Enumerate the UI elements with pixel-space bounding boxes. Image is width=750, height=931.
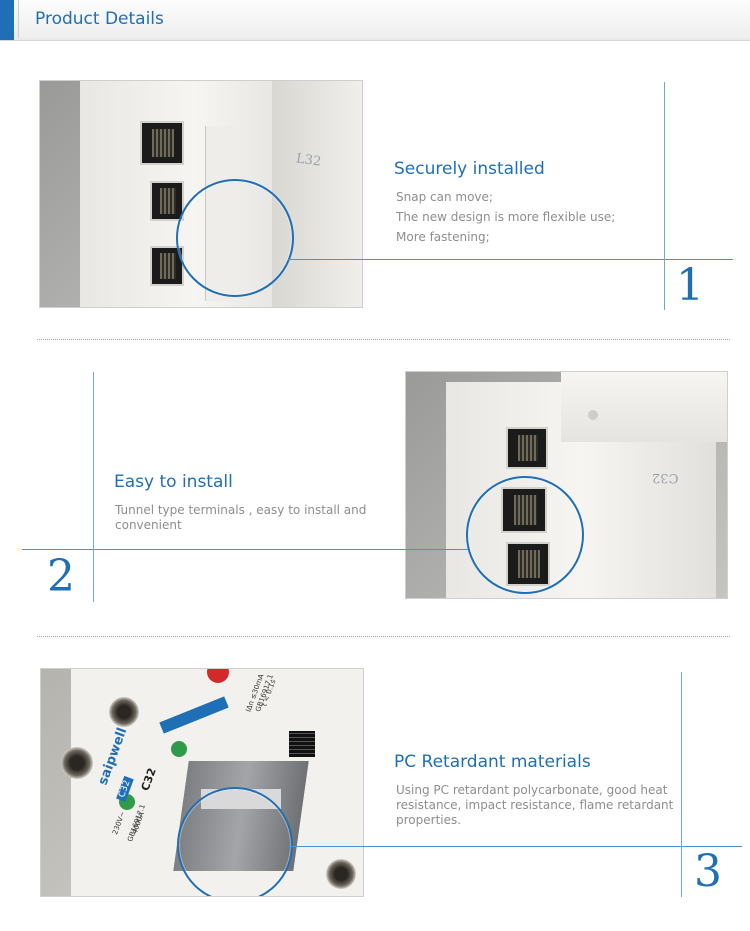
- feature-1-number: 1: [676, 260, 704, 311]
- section-header: Product Details: [0, 0, 750, 41]
- product-photo-snap: L32: [39, 80, 363, 308]
- header-tab: [18, 0, 750, 38]
- feature-3-guide-vertical: [681, 672, 682, 897]
- feature-2-guide-horizontal: [22, 549, 468, 550]
- feature-2-title: Easy to install: [114, 472, 233, 492]
- feature-1-line-1: Snap can move;: [396, 190, 493, 204]
- product-photo-terminal: C32: [405, 371, 728, 599]
- feature-1-title: Securely installed: [394, 159, 545, 179]
- feature-2-line-1: Tunnel type terminals , easy to install …: [115, 503, 367, 517]
- feature-3-line-2: resistance, impact resistance, flame ret…: [396, 798, 674, 812]
- feature-3-number: 3: [694, 846, 722, 897]
- housing-marking: C32: [652, 470, 679, 485]
- detail-magnifier-circle: [466, 476, 584, 594]
- feature-1-guide-horizontal: [288, 259, 733, 260]
- feature-2-number: 2: [47, 551, 75, 602]
- detail-magnifier-circle: [177, 787, 293, 896]
- feature-1-line-2: The new design is more flexible use;: [396, 210, 616, 224]
- section-title: Product Details: [35, 9, 164, 29]
- feature-3-line-3: properties.: [396, 813, 462, 827]
- feature-3-guide-horizontal: [288, 846, 742, 847]
- feature-1-line-3: More fastening;: [396, 230, 490, 244]
- product-photo-rcbo: saipwell C32 C32 230V~ GB16917.1 4000A I…: [40, 668, 364, 897]
- feature-2-line-2: convenient: [115, 518, 182, 532]
- feature-3-line-1: Using PC retardant polycarbonate, good h…: [396, 783, 668, 797]
- section-divider: [37, 339, 730, 340]
- detail-magnifier-circle: [176, 179, 294, 297]
- feature-2-guide-vertical: [93, 372, 94, 602]
- section-divider: [37, 636, 730, 637]
- feature-1-guide-vertical: [664, 82, 665, 310]
- feature-3-title: PC Retardant materials: [394, 752, 591, 772]
- header-accent-bar: [0, 0, 14, 40]
